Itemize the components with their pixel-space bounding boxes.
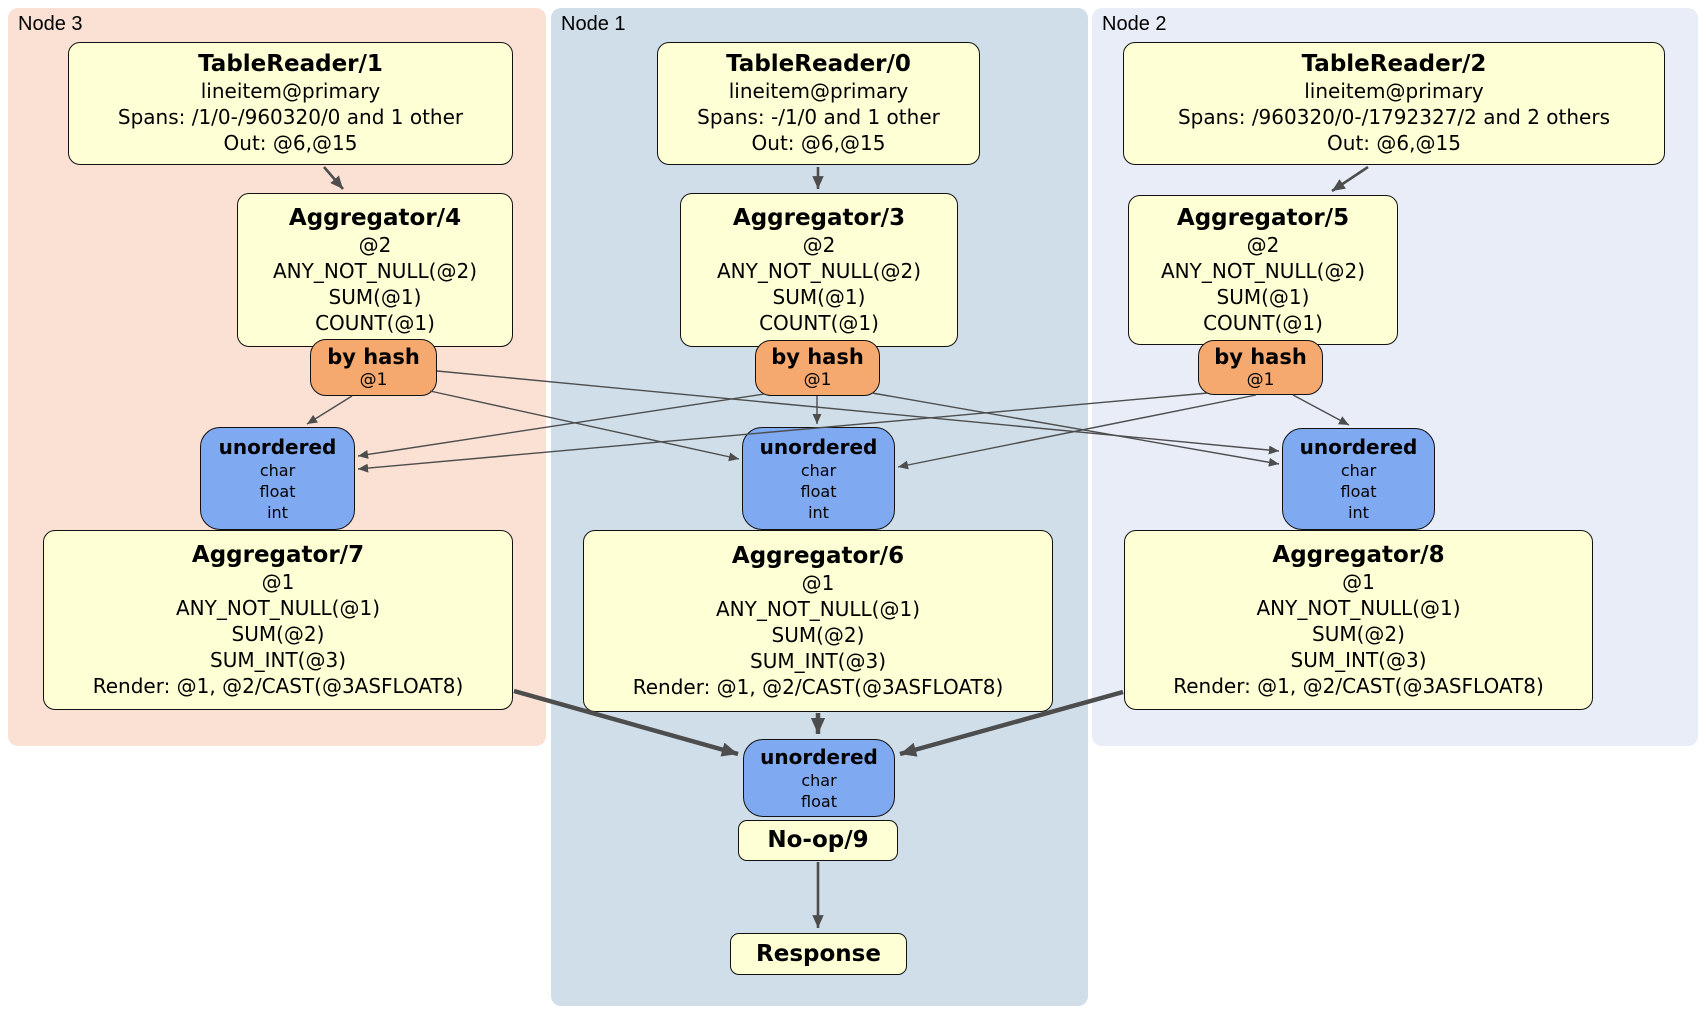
noop-9-title: No-op/9 xyxy=(767,827,869,853)
aggregator-6-box: Aggregator/6 @1 ANY_NOT_NULL(@1) SUM(@2)… xyxy=(583,530,1053,712)
sync-column: char xyxy=(800,460,837,480)
tablereader-1-box: TableReader/1 lineitem@primary Spans: /1… xyxy=(68,42,513,165)
aggregator-7-fn: SUM(@2) xyxy=(231,621,325,646)
aggregator-4-fn: COUNT(@1) xyxy=(315,310,435,335)
hash-router-node1: by hash @1 xyxy=(755,340,880,396)
aggregator-5-group: @2 xyxy=(1246,232,1280,257)
tablereader-2-out: Out: @6,@15 xyxy=(1327,131,1461,155)
tablereader-1-title: TableReader/1 xyxy=(198,51,383,77)
panel-node2-label: Node 2 xyxy=(1102,13,1167,35)
tablereader-2-title: TableReader/2 xyxy=(1301,51,1487,77)
tablereader-1-out: Out: @6,@15 xyxy=(223,131,358,155)
aggregator-8-group: @1 xyxy=(1342,569,1375,594)
aggregator-8-fn: SUM_INT(@3) xyxy=(1290,647,1427,672)
tablereader-0-box: TableReader/0 lineitem@primary Spans: -/… xyxy=(657,42,980,165)
aggregator-4-fn: ANY_NOT_NULL(@2) xyxy=(273,258,477,283)
aggregator-4-group: @2 xyxy=(358,232,392,257)
aggregator-3-fn: ANY_NOT_NULL(@2) xyxy=(717,258,921,283)
tablereader-2-box: TableReader/2 lineitem@primary Spans: /9… xyxy=(1123,42,1665,165)
aggregator-5-fn: ANY_NOT_NULL(@2) xyxy=(1161,258,1365,283)
aggregator-7-fn: SUM_INT(@3) xyxy=(210,647,346,672)
sync-column: int xyxy=(808,502,829,522)
aggregator-7-group: @1 xyxy=(261,569,295,594)
hash-router-key: @1 xyxy=(1246,369,1275,390)
hash-router-node3: by hash @1 xyxy=(310,339,437,396)
aggregator-5-fn: SUM(@1) xyxy=(1216,284,1310,309)
aggregator-8-fn: SUM(@2) xyxy=(1312,621,1405,646)
sync-title: unordered xyxy=(759,434,878,459)
sync-column: char xyxy=(801,770,837,790)
hash-router-key: @1 xyxy=(803,370,832,390)
aggregator-4-fn: SUM(@1) xyxy=(328,284,422,309)
unordered-sync-node3: unordered char float int xyxy=(200,427,355,530)
unordered-sync-node2: unordered char float int xyxy=(1282,428,1435,530)
tablereader-2-index: lineitem@primary xyxy=(1304,79,1484,103)
sync-column: char xyxy=(1340,461,1377,480)
aggregator-7-box: Aggregator/7 @1 ANY_NOT_NULL(@1) SUM(@2)… xyxy=(43,530,513,710)
sync-column: int xyxy=(1348,503,1369,522)
aggregator-4-title: Aggregator/4 xyxy=(288,204,462,231)
tablereader-0-index: lineitem@primary xyxy=(728,79,909,103)
hash-router-title: by hash xyxy=(327,344,420,369)
aggregator-8-render: Render: @1, @2/CAST(@3ASFLOAT8) xyxy=(1173,673,1544,698)
panel-node3-label: Node 3 xyxy=(18,13,83,35)
sync-column: float xyxy=(801,791,837,811)
aggregator-3-box: Aggregator/3 @2 ANY_NOT_NULL(@2) SUM(@1)… xyxy=(680,193,958,347)
sync-column: float xyxy=(800,481,837,501)
sync-title: unordered xyxy=(218,434,337,459)
aggregator-7-render: Render: @1, @2/CAST(@3ASFLOAT8) xyxy=(92,673,464,698)
tablereader-0-out: Out: @6,@15 xyxy=(751,131,886,155)
aggregator-5-fn: COUNT(@1) xyxy=(1203,310,1323,335)
tablereader-0-spans: Spans: -/1/0 and 1 other xyxy=(697,105,940,129)
aggregator-6-fn: ANY_NOT_NULL(@1) xyxy=(716,596,920,621)
sync-column: int xyxy=(267,502,288,522)
aggregator-6-render: Render: @1, @2/CAST(@3ASFLOAT8) xyxy=(632,674,1004,699)
aggregator-3-group: @2 xyxy=(802,232,836,257)
response-box: Response xyxy=(730,933,907,975)
hash-router-key: @1 xyxy=(359,369,388,390)
unordered-sync-node1: unordered char float int xyxy=(742,427,895,530)
aggregator-3-title: Aggregator/3 xyxy=(732,204,906,231)
aggregator-8-title: Aggregator/8 xyxy=(1272,541,1445,568)
hash-router-node2: by hash @1 xyxy=(1198,340,1323,395)
noop-9-box: No-op/9 xyxy=(738,820,898,861)
sync-column: float xyxy=(1340,482,1377,501)
aggregator-6-fn: SUM(@2) xyxy=(771,622,865,647)
sync-column: float xyxy=(259,481,296,501)
tablereader-2-spans: Spans: /960320/0-/1792327/2 and 2 others xyxy=(1177,105,1610,129)
aggregator-6-title: Aggregator/6 xyxy=(731,542,905,569)
aggregator-4-box: Aggregator/4 @2 ANY_NOT_NULL(@2) SUM(@1)… xyxy=(237,193,513,347)
aggregator-8-box: Aggregator/8 @1 ANY_NOT_NULL(@1) SUM(@2)… xyxy=(1124,530,1593,710)
sync-title: unordered xyxy=(760,744,878,769)
hash-router-title: by hash xyxy=(771,345,864,369)
aggregator-8-fn: ANY_NOT_NULL(@1) xyxy=(1256,595,1461,620)
hash-router-title: by hash xyxy=(1214,344,1307,369)
aggregator-5-box: Aggregator/5 @2 ANY_NOT_NULL(@2) SUM(@1)… xyxy=(1128,195,1398,345)
sync-column: char xyxy=(259,460,296,480)
tablereader-1-spans: Spans: /1/0-/960320/0 and 1 other xyxy=(117,105,464,129)
aggregator-6-fn: SUM_INT(@3) xyxy=(750,648,886,673)
tablereader-1-index: lineitem@primary xyxy=(200,79,381,103)
aggregator-3-fn: COUNT(@1) xyxy=(759,310,879,335)
sync-title: unordered xyxy=(1299,435,1418,459)
aggregator-3-fn: SUM(@1) xyxy=(772,284,866,309)
panel-node1-label: Node 1 xyxy=(561,13,626,35)
aggregator-7-title: Aggregator/7 xyxy=(191,541,365,568)
aggregator-6-group: @1 xyxy=(801,570,835,595)
response-title: Response xyxy=(756,940,881,967)
tablereader-0-title: TableReader/0 xyxy=(726,51,911,77)
unordered-sync-final: unordered char float xyxy=(743,739,895,817)
aggregator-7-fn: ANY_NOT_NULL(@1) xyxy=(176,595,380,620)
aggregator-5-title: Aggregator/5 xyxy=(1176,204,1350,231)
